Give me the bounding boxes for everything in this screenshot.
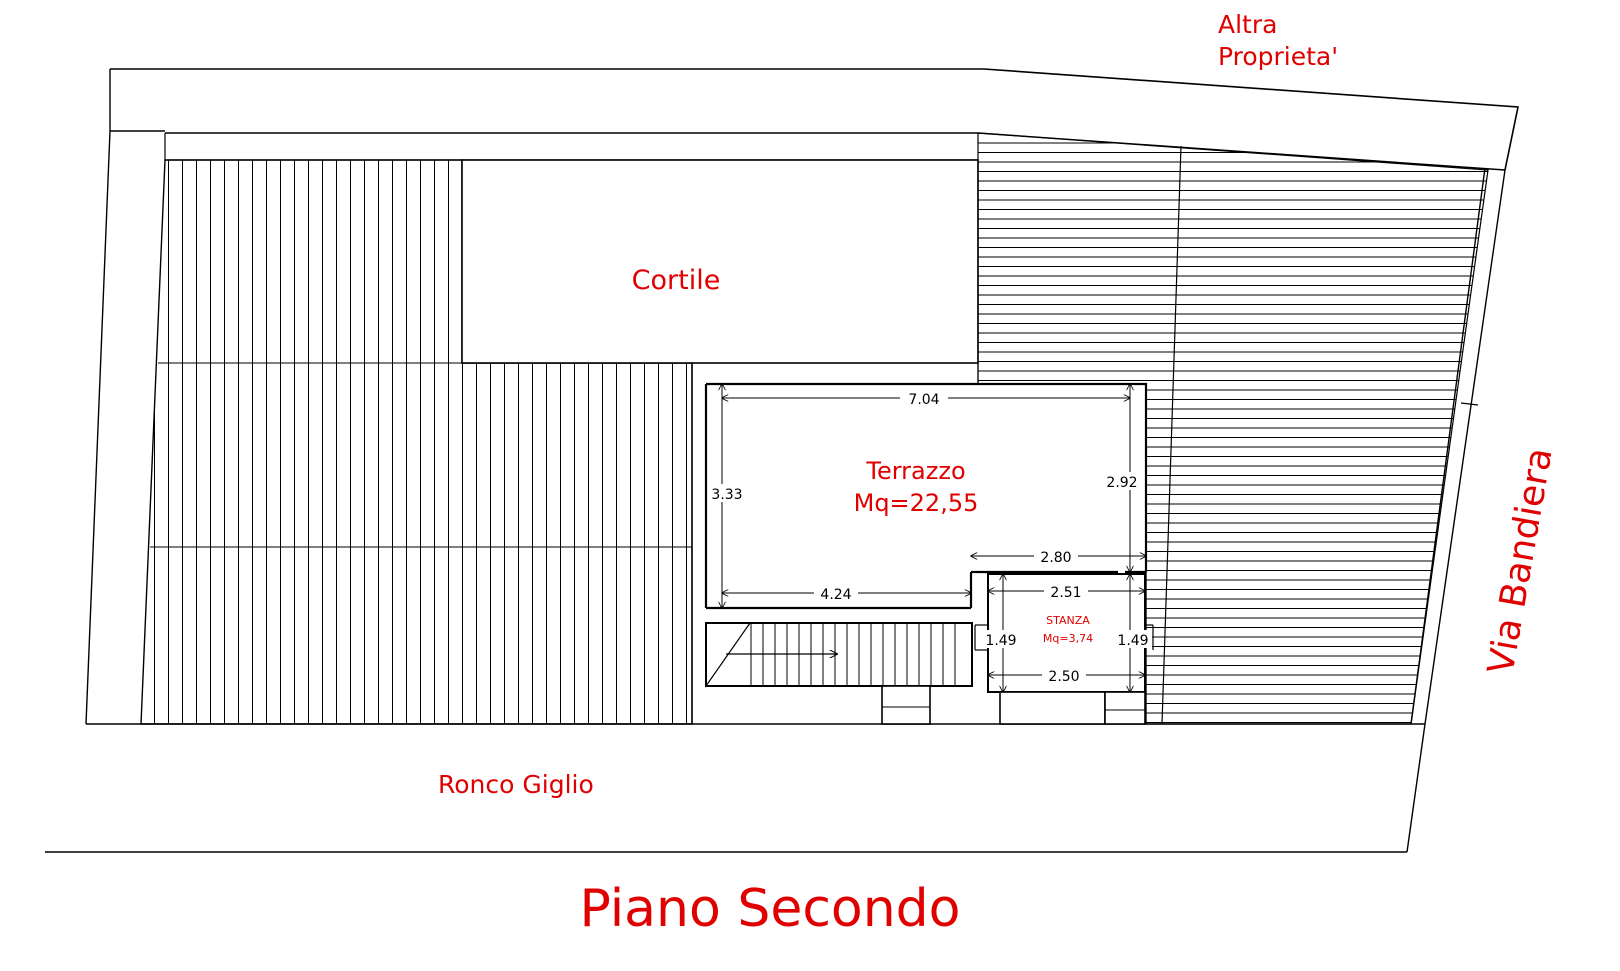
street-bottom-label: Ronco Giglio (438, 770, 594, 799)
dim-terrace-right-height: 2.92 (1106, 475, 1137, 491)
street-right-label: Via Bandiera (1481, 445, 1561, 677)
roof-right-hatched (977, 132, 1489, 725)
staircase (705, 622, 973, 688)
facade-openings (881, 685, 1146, 725)
dim-terrace-bottom-left: 4.24 (820, 587, 851, 603)
dim-room-right: 1.49 (1117, 633, 1148, 649)
room-area-label: Mq=3,74 (1043, 632, 1093, 645)
dim-terrace-width: 7.04 (908, 392, 939, 408)
dim-terrace-step: 2.80 (1040, 550, 1071, 566)
terrace-outline (691, 363, 1148, 724)
dim-room-left: 1.49 (985, 633, 1016, 649)
terrace-name-label: Terrazzo (865, 457, 965, 485)
neighbor-label-line1: Altra (1218, 10, 1277, 39)
floor-title: Piano Secondo (579, 879, 960, 939)
neighbor-label-line2: Proprieta' (1218, 42, 1338, 71)
terrace-area-label: Mq=22,55 (854, 489, 979, 517)
dim-room-bottom: 2.50 (1048, 669, 1079, 685)
dim-terrace-left-height: 3.33 (711, 487, 742, 503)
room-name-label: STANZA (1046, 614, 1090, 627)
dimension-labels: 7.04 3.33 2.92 4.24 2.80 2.51 2.50 1.49 … (708, 389, 1152, 685)
courtyard-label: Cortile (632, 265, 721, 296)
dim-room-top: 2.51 (1050, 585, 1081, 601)
